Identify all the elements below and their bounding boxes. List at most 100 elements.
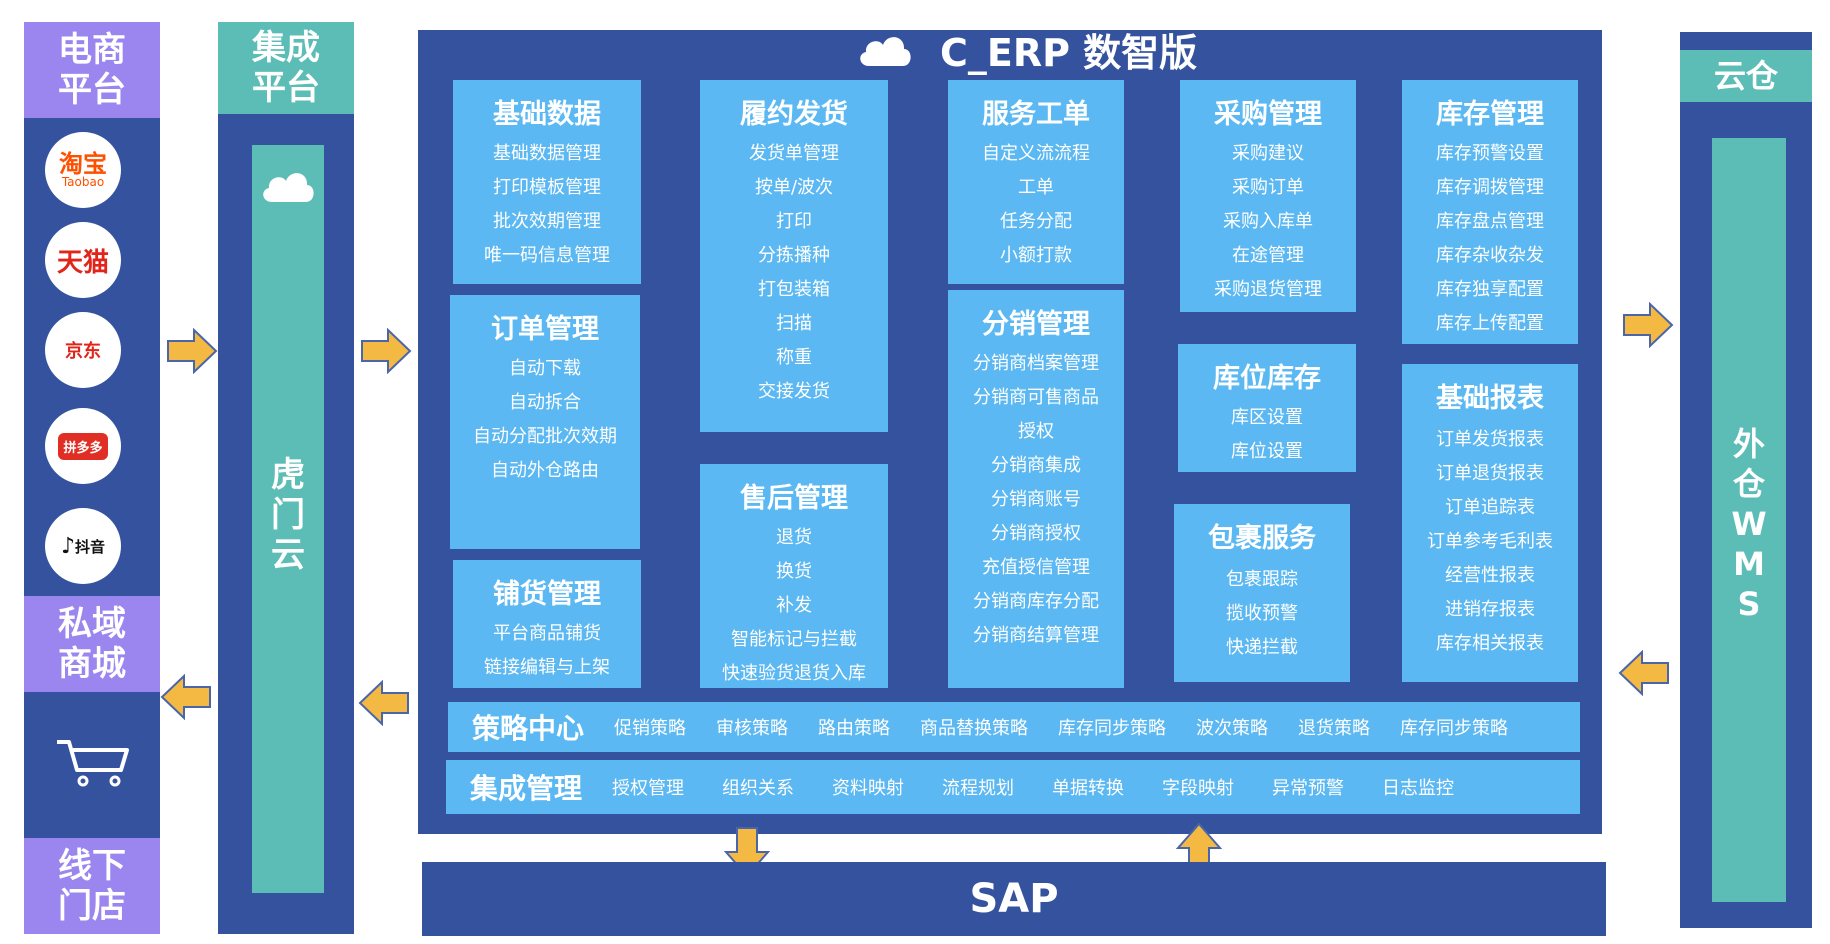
module-title: 库存管理: [1436, 99, 1544, 130]
integration-management-bar: 集成管理 授权管理 组织关系 资料映射 流程规划 单据转换 字段映射 异常预警 …: [446, 760, 1580, 814]
module-item: 自定义流流程: [982, 143, 1090, 164]
module-item: 包裹跟踪: [1226, 569, 1298, 590]
module-fulfillment: 履约发货 发货单管理 按单/波次 打印 分拣播种 打包装箱 扫描 称重 交接发货: [700, 80, 888, 432]
taobao-logo: 淘宝 Taobao: [45, 132, 121, 208]
module-item: 库区设置: [1231, 407, 1303, 428]
integration-platform-header: 集成 平台: [218, 22, 354, 114]
module-item: 智能标记与拦截: [731, 629, 857, 650]
module-item: 采购退货管理: [1214, 279, 1322, 300]
tmall-logo: 天猫: [45, 222, 121, 298]
module-item: 分销商可售商品: [973, 387, 1099, 408]
shopping-cart-icon: [55, 738, 131, 788]
module-order-management: 订单管理 自动下载 自动拆合 自动分配批次效期 自动外仓路由: [450, 295, 640, 549]
left-arrow-icon: [1618, 650, 1670, 696]
integration-item: 流程规划: [942, 778, 1015, 799]
module-parcel-service: 包裹服务 包裹跟踪 揽收预警 快递拦截: [1174, 504, 1350, 682]
module-item: 打包装箱: [758, 279, 830, 300]
module-item: 平台商品铺货: [493, 623, 601, 644]
module-item: 唯一码信息管理: [484, 245, 610, 266]
cloud-icon: [258, 166, 318, 210]
module-bin-stock: 库位库存 库区设置 库位设置: [1178, 344, 1356, 472]
module-item: 采购建议: [1232, 143, 1304, 164]
module-item: 经营性报表: [1445, 565, 1535, 586]
module-item: 自动下载: [509, 358, 581, 379]
module-item: 换货: [776, 561, 812, 582]
module-title: 基础数据: [493, 99, 601, 130]
module-item: 订单追踪表: [1445, 497, 1535, 518]
module-item: 充值授信管理: [982, 557, 1090, 578]
external-wms-label: 外 仓 W M S: [1731, 425, 1767, 623]
taobao-logo-subtext: Taobao: [61, 175, 105, 189]
module-service-ticket: 服务工单 自定义流流程 工单 任务分配 小额打款: [948, 80, 1124, 284]
integration-item: 异常预警: [1272, 778, 1345, 799]
erp-title: C_ERP 数智版: [940, 31, 1198, 75]
module-distribution: 分销管理 分销商档案管理 分销商可售商品 授权 分销商集成 分销商账号 分销商授…: [948, 290, 1124, 688]
cloud-icon: [855, 30, 915, 74]
module-item: 按单/波次: [754, 177, 834, 198]
right-arrow-icon: [1622, 302, 1674, 348]
module-basic-reports: 基础报表 订单发货报表 订单退货报表 订单追踪表 订单参考毛利表 经营性报表 进…: [1402, 364, 1578, 682]
module-item: 任务分配: [1000, 211, 1072, 232]
integration-item: 资料映射: [832, 778, 905, 799]
integration-item: 授权管理: [612, 778, 685, 799]
douyin-note-icon: ♪: [60, 533, 76, 559]
right-arrow-icon: [360, 328, 412, 374]
module-title: 采购管理: [1214, 99, 1322, 130]
module-title: 基础报表: [1436, 383, 1544, 414]
module-item: 快递拦截: [1226, 637, 1298, 658]
strategy-item: 审核策略: [716, 718, 789, 739]
module-item: 授权: [1018, 421, 1054, 442]
module-item: 打印: [776, 211, 812, 232]
module-item: 补发: [776, 595, 812, 616]
module-basic-data: 基础数据 基础数据管理 打印模板管理 批次效期管理 唯一码信息管理: [453, 80, 641, 284]
sap-bar: SAP: [422, 862, 1606, 936]
strategy-center-title: 策略中心: [472, 712, 585, 745]
module-item: 库存预警设置: [1436, 143, 1544, 164]
module-title: 售后管理: [740, 483, 848, 514]
module-item: 库位设置: [1231, 441, 1303, 462]
module-title: 包裹服务: [1208, 523, 1316, 554]
private-mall-header: 私域 商城: [24, 596, 160, 692]
module-item: 分拣播种: [758, 245, 830, 266]
left-arrow-icon: [160, 674, 212, 720]
module-item: 分销商账号: [991, 489, 1081, 510]
jd-logo-text: 京东: [65, 341, 101, 362]
humen-cloud-label: 虎 门 云: [271, 455, 305, 575]
module-item: 发货单管理: [749, 143, 839, 164]
module-item: 快速验货退货入库: [722, 663, 866, 684]
strategy-center-bar: 策略中心 促销策略 审核策略 路由策略 商品替换策略 库存同步策略 波次策略 退…: [448, 702, 1580, 752]
module-item: 退货: [776, 527, 812, 548]
integration-management-title: 集成管理: [470, 772, 583, 805]
jd-logo: 京东: [45, 312, 121, 388]
module-item: 批次效期管理: [493, 211, 601, 232]
module-item: 分销商集成: [991, 455, 1081, 476]
pinduoduo-logo-text: 拼多多: [58, 432, 108, 460]
sap-label: SAP: [969, 876, 1059, 922]
strategy-item: 商品替换策略: [920, 718, 1029, 739]
module-item: 采购订单: [1232, 177, 1304, 198]
integration-item: 单据转换: [1052, 778, 1125, 799]
module-item: 分销商结算管理: [973, 625, 1099, 646]
module-item: 称重: [776, 347, 812, 368]
module-item: 进销存报表: [1445, 599, 1535, 620]
integration-item: 字段映射: [1162, 778, 1235, 799]
strategy-item: 路由策略: [818, 718, 891, 739]
cloud-warehouse-header: 云仓: [1680, 50, 1812, 102]
module-title: 分销管理: [982, 309, 1090, 340]
right-arrow-icon: [166, 328, 218, 374]
strategy-item: 库存同步策略: [1400, 718, 1509, 739]
module-item: 库存相关报表: [1436, 633, 1544, 654]
module-after-sales: 售后管理 退货 换货 补发 智能标记与拦截 快速验货退货入库: [700, 464, 888, 688]
module-item: 分销商库存分配: [973, 591, 1099, 612]
module-item: 自动外仓路由: [491, 460, 599, 481]
module-title: 履约发货: [740, 99, 848, 130]
external-wms-panel: [1712, 138, 1786, 902]
humen-cloud-panel: [252, 145, 324, 893]
module-item: 订单发货报表: [1436, 429, 1544, 450]
module-item: 交接发货: [758, 381, 830, 402]
module-item: 分销商授权: [991, 523, 1081, 544]
module-item: 揽收预警: [1226, 603, 1298, 624]
module-item: 扫描: [776, 313, 812, 334]
module-item: 基础数据管理: [493, 143, 601, 164]
module-item: 库存调拨管理: [1436, 177, 1544, 198]
